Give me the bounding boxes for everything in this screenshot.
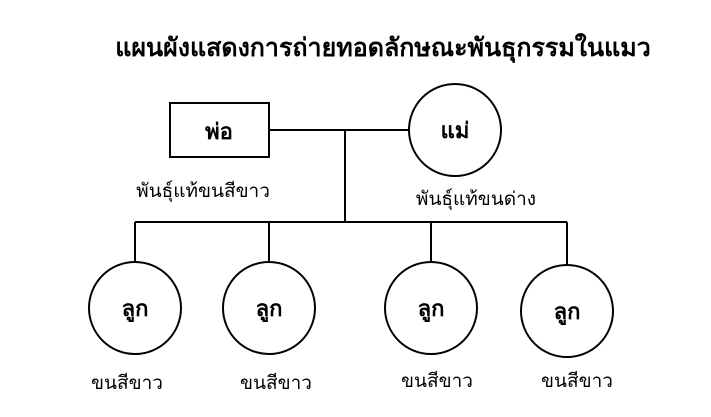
offspring-1-label: ลูก — [122, 297, 149, 323]
offspring-2-label: ลูก — [256, 297, 283, 323]
mother-circle — [408, 83, 502, 177]
offspring-2-circle — [222, 261, 316, 355]
father-trait: พันธุ์แท้ขนสีขาว — [136, 180, 270, 203]
offspring-1-trait: ขนสีขาว — [91, 372, 163, 394]
mother-trait: พันธุ์แท้ขนด่าง — [416, 188, 536, 211]
father-label: พ่อ — [205, 120, 233, 145]
offspring-1-circle — [88, 261, 182, 355]
offspring-4-trait: ขนสีขาว — [541, 370, 613, 392]
offspring-3-trait: ขนสีขาว — [401, 370, 473, 392]
diagram-title: แผนผังแสดงการถ่ายทอดลักษณะพันธุกรรมในแมว — [115, 32, 650, 64]
offspring-3-label: ลูก — [418, 297, 445, 323]
connector-lines — [134, 129, 568, 265]
mother-label: แม่ — [441, 119, 470, 144]
offspring-3-circle — [384, 261, 478, 355]
offspring-4-circle — [520, 264, 614, 358]
offspring-4-label: ลูก — [554, 300, 581, 326]
offspring-2-trait: ขนสีขาว — [240, 372, 312, 394]
father-box — [169, 102, 270, 158]
